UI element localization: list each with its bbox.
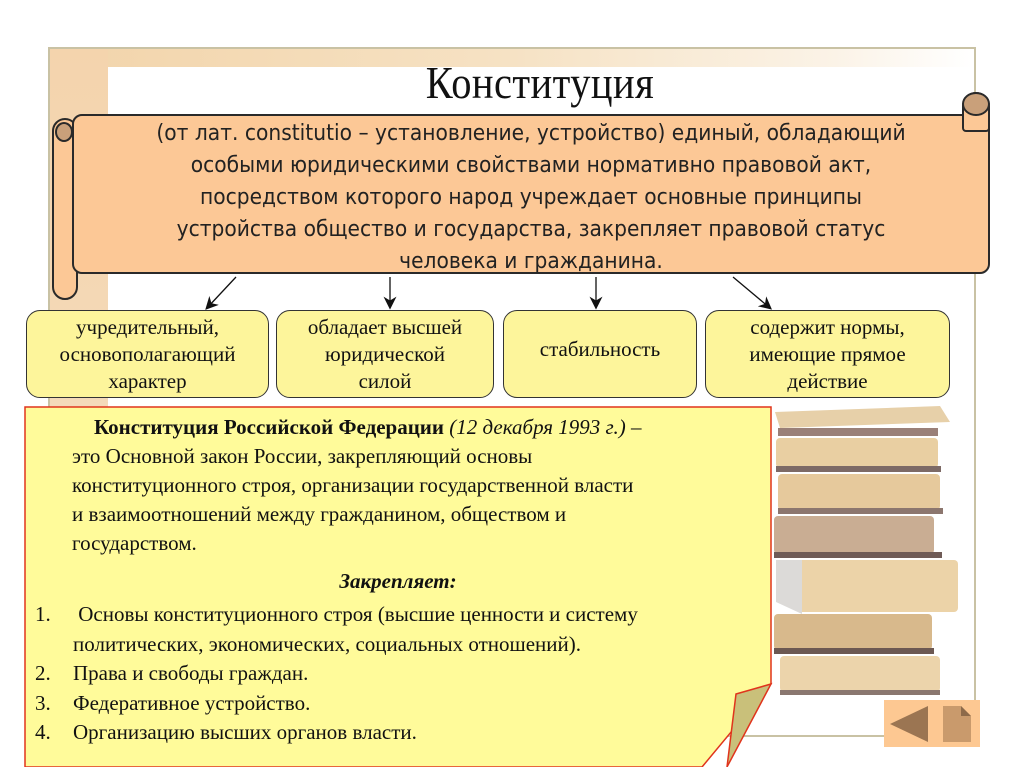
slide-title: Конституция [425,57,655,108]
definition-text: (от лат. constitutio – установление, уст… [109,118,954,278]
note-line: конституционного строя, организации госу… [72,473,634,497]
list-number: 2. [35,661,51,685]
property-box-supreme-force: обладает высшей юридической силой [276,310,494,398]
property-box-stability: стабильность [503,310,697,398]
list-text: Организацию высших органов власти. [73,720,417,744]
note-subheading: Закрепляет: [339,569,457,593]
note-bold-lead: Конституция Российской Федерации [94,415,445,439]
definition-line: устройства общество и государства, закре… [176,217,886,242]
arrow-icon [205,276,237,310]
list-item: 2. Права и свободы граждан. [35,659,775,689]
property-line: стабильность [539,336,661,361]
stack-of-books-image [774,406,958,695]
property-line: юридической [325,341,445,366]
property-box-direct-action: содержит нормы, имеющие прямое действие [705,310,950,398]
list-number: 1. [35,602,51,626]
list-text: Основы конституционного строя (высшие це… [73,602,638,626]
document-icon [943,706,971,742]
property-line: действие [787,368,868,393]
list-text: политических, экономических, социальных … [73,631,581,656]
property-line: обладает высшей [307,314,463,339]
note-line: и взаимоотношений между гражданином, общ… [72,502,567,526]
list-item: 4. Организацию высших органов власти. [35,718,775,748]
list-item: 3. Федеративное устройство. [35,689,775,719]
property-line: силой [358,368,412,393]
property-line: характер [108,368,187,393]
property-box-founding: учредительный, основополагающий характер [26,310,269,398]
frame-top-band [50,49,974,67]
definition-line: (от лат. constitutio – установление, уст… [156,121,906,146]
note-paragraph: Конституция Российской Федерации (12 дек… [72,413,762,558]
definition-line: посредством которого народ учреждает осн… [199,185,863,210]
note-dash: – [625,415,642,439]
list-number: 3. [35,690,51,715]
definition-scroll [72,114,990,274]
definition-line: человека и гражданина. [399,249,663,274]
note-list: 1. Основы конституционного строя (высшие… [35,600,775,748]
property-line: имеющие прямое [749,341,906,366]
list-text: Права и свободы граждан. [73,661,309,685]
note-line: это Основной закон России, закрепляющий … [72,444,533,468]
list-text: Федеративное устройство. [73,690,311,715]
note-date: (12 декабря 1993 г.) [449,415,626,439]
previous-slide-button[interactable] [890,706,930,742]
scroll-curl-icon [962,92,990,116]
slide-navigation [884,700,980,747]
scroll-curl-icon [55,122,73,142]
triangle-left-icon [890,706,928,742]
definition-line: особыми юридическими свойствами норматив… [190,153,872,178]
note-line: государством. [72,531,197,555]
list-number: 4. [35,720,51,744]
property-line: основополагающий [59,341,236,366]
property-line: учредительный, [76,314,219,339]
list-item: 1. Основы конституционного строя (высшие… [35,600,775,659]
property-line: содержит нормы, [750,314,905,339]
document-button[interactable] [943,706,971,742]
arrow-icon [732,276,772,310]
